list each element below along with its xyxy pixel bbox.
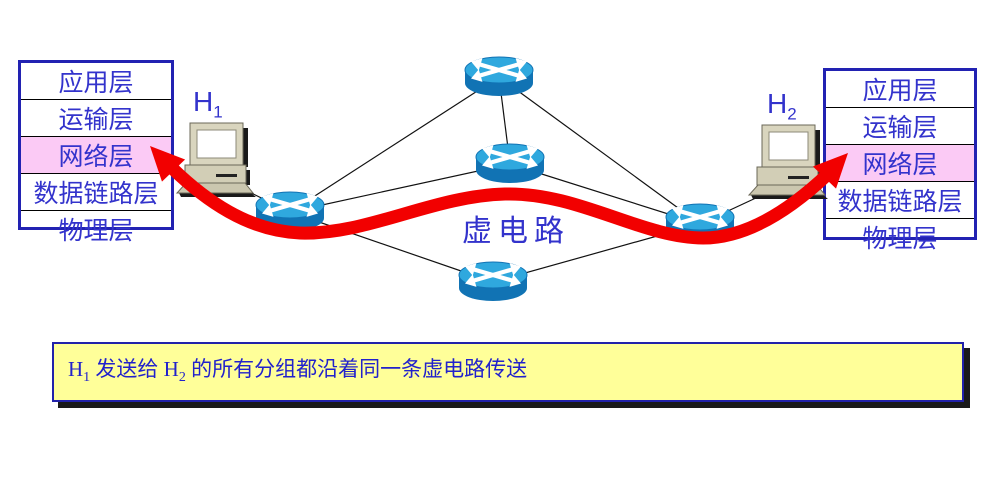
link-top-middle xyxy=(498,76,511,165)
router-middle xyxy=(475,143,545,183)
host-label-h1-sub: 1 xyxy=(213,102,223,122)
host-computer-h1 xyxy=(175,122,256,197)
router-bottom xyxy=(458,261,528,301)
stack-layer-1: 运输层 xyxy=(826,107,974,144)
host-computer-h2 xyxy=(747,124,828,199)
caption-segment: 发送给 xyxy=(90,357,164,381)
link-h1-left xyxy=(242,188,291,213)
host-label-h1: H1 xyxy=(193,86,223,121)
host-label-h1-base: H xyxy=(193,86,214,117)
caption-segment: H xyxy=(68,357,84,381)
stack-layer-2: 网络层 xyxy=(826,144,974,181)
caption-segment: H xyxy=(163,357,179,381)
stack-layer-0: 应用层 xyxy=(58,70,134,97)
caption-subscript: 2 xyxy=(178,370,186,386)
link-left-top xyxy=(289,76,500,213)
stack-layer-3: 数据链路层 xyxy=(826,181,974,218)
stack-layer-0: 应用层 xyxy=(862,78,938,105)
router-right xyxy=(665,203,735,243)
link-top-right xyxy=(498,76,701,225)
virtual-circuit-label: 虚电路 xyxy=(462,215,570,248)
router-left xyxy=(255,191,325,231)
caption-segment: 的所有分组都沿着同一条虚电路传送 xyxy=(185,357,528,381)
caption-text: H1 发送给 H2 的所有分组都沿着同一条虚电路传送 xyxy=(54,344,962,386)
stack-layer-2: 网络层 xyxy=(21,136,171,173)
stack-layer-4: 物理层 xyxy=(826,218,974,255)
stack-layer-3: 数据链路层 xyxy=(21,173,171,210)
protocol-stack-left: 应用层运输层网络层数据链路层物理层 xyxy=(18,60,174,245)
stack-layer-1: 运输层 xyxy=(21,99,171,136)
protocol-stack-right: 应用层运输层网络层数据链路层物理层 xyxy=(823,68,977,253)
caption-box: H1 发送给 H2 的所有分组都沿着同一条虚电路传送 xyxy=(52,342,964,402)
link-right-h2 xyxy=(699,196,759,225)
caption-subscript: 1 xyxy=(83,370,91,386)
host-label-h2-sub: 2 xyxy=(787,104,797,124)
router-top xyxy=(464,56,534,96)
link-left-middle xyxy=(289,163,511,213)
host-label-h2: H2 xyxy=(767,88,797,123)
host-label-h2-base: H xyxy=(767,88,788,119)
stack-layer-4: 物理层 xyxy=(21,210,171,247)
